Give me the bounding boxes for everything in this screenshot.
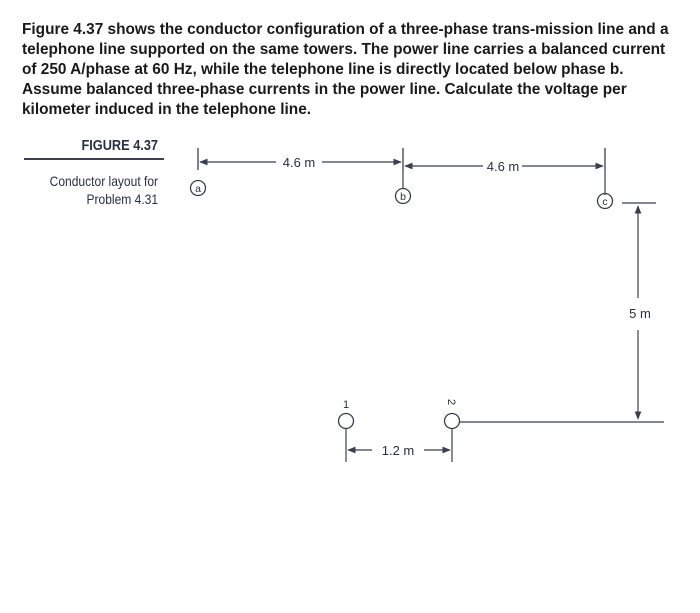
- telephone-conductor-2: 2: [443, 399, 461, 462]
- conductor-a-label: a: [195, 183, 201, 195]
- telephone-1-label: 1: [343, 399, 349, 411]
- dimension-bc: 4.6 m: [404, 159, 604, 174]
- caption-line-2: Problem 4.31: [86, 191, 158, 207]
- caption-divider: [24, 158, 164, 160]
- dimension-ab: 4.6 m: [199, 155, 402, 170]
- dimension-telephone-label: 1.2 m: [382, 443, 415, 458]
- conductor-a: a: [189, 179, 207, 197]
- telephone-2-label: 2: [445, 399, 457, 405]
- caption-line-1: Conductor layout for: [49, 173, 158, 189]
- figure-caption-text: Conductor layout for Problem 4.31: [50, 172, 158, 208]
- conductor-b: b: [394, 170, 412, 205]
- figure-title: FIGURE 4.37: [81, 138, 158, 154]
- conductor-c: c: [596, 170, 614, 210]
- dimension-vertical: 5 m: [460, 202, 664, 423]
- dimension-telephone: 1.2 m: [347, 443, 451, 458]
- telephone-conductor-1: 1: [337, 399, 355, 462]
- dimension-ab-label: 4.6 m: [283, 155, 316, 170]
- conductor-b-label: b: [400, 191, 406, 203]
- dimension-vertical-label: 5 m: [629, 306, 651, 321]
- dimension-bc-label: 4.6 m: [487, 159, 520, 174]
- problem-statement: Figure 4.37 shows the conductor configur…: [22, 21, 669, 118]
- conductor-c-label: c: [602, 196, 607, 208]
